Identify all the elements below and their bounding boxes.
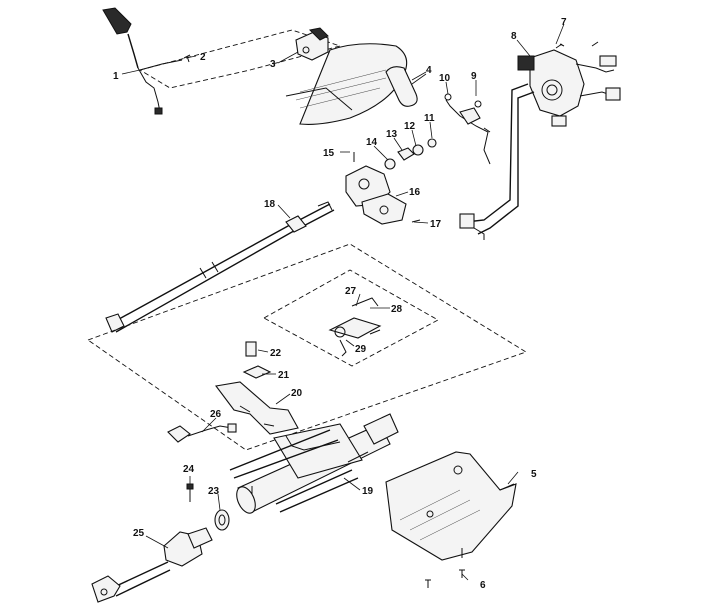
combination-switch-8 <box>517 41 621 127</box>
callout-22: 22 <box>270 348 282 359</box>
callout-labels: 1 2 3 4 5 6 7 8 9 10 11 12 13 14 15 16 1… <box>113 17 567 591</box>
callout-5: 5 <box>531 469 537 480</box>
inset-box-27-29 <box>263 269 439 367</box>
callout-16: 16 <box>409 187 421 198</box>
callout-9: 9 <box>471 71 477 82</box>
callout-12: 12 <box>404 121 416 132</box>
bracket-9-10 <box>444 93 491 165</box>
callout-1: 1 <box>113 71 119 82</box>
column-cover-4 <box>385 66 427 107</box>
callout-26: 26 <box>210 409 222 420</box>
callout-15: 15 <box>323 148 335 159</box>
screw-2 <box>183 54 191 63</box>
callout-8: 8 <box>511 31 517 42</box>
callout-14: 14 <box>366 137 378 148</box>
callout-27: 27 <box>345 286 357 297</box>
callout-25: 25 <box>133 528 145 539</box>
bearing-23 <box>214 509 230 531</box>
lever-bracket-dashed <box>138 29 342 89</box>
callout-17: 17 <box>430 219 442 230</box>
callout-18: 18 <box>264 199 276 210</box>
callout-6: 6 <box>480 580 486 591</box>
callout-21: 21 <box>278 370 290 381</box>
steering-shaft-18 <box>105 201 335 333</box>
callout-4: 4 <box>426 65 432 76</box>
callout-10: 10 <box>439 73 451 84</box>
callout-11: 11 <box>424 113 435 124</box>
bolt-24 <box>186 483 194 502</box>
lower-cover-5 <box>385 451 517 561</box>
screws-6 <box>425 548 465 588</box>
callout-20: 20 <box>291 388 303 399</box>
callout-19: 19 <box>362 486 374 497</box>
turn-signal-lever <box>102 7 183 115</box>
callout-29: 29 <box>355 344 367 355</box>
callout-3: 3 <box>270 59 276 70</box>
callout-28: 28 <box>391 304 403 315</box>
callout-2: 2 <box>200 52 206 63</box>
callout-23: 23 <box>208 486 220 497</box>
callout-13: 13 <box>386 129 398 140</box>
callout-24: 24 <box>183 464 195 475</box>
wiring-harness <box>459 83 535 240</box>
callout-7: 7 <box>561 17 567 28</box>
leader-lines <box>121 23 565 581</box>
steering-column-19 <box>229 413 399 514</box>
shaft-dashed-outline <box>87 243 528 451</box>
lock-housing-parts <box>345 138 437 225</box>
ignition-switch <box>295 27 329 61</box>
sensor-26 <box>167 423 237 443</box>
universal-joint-25 <box>91 527 213 603</box>
mounting-bracket-20-22 <box>215 341 299 435</box>
